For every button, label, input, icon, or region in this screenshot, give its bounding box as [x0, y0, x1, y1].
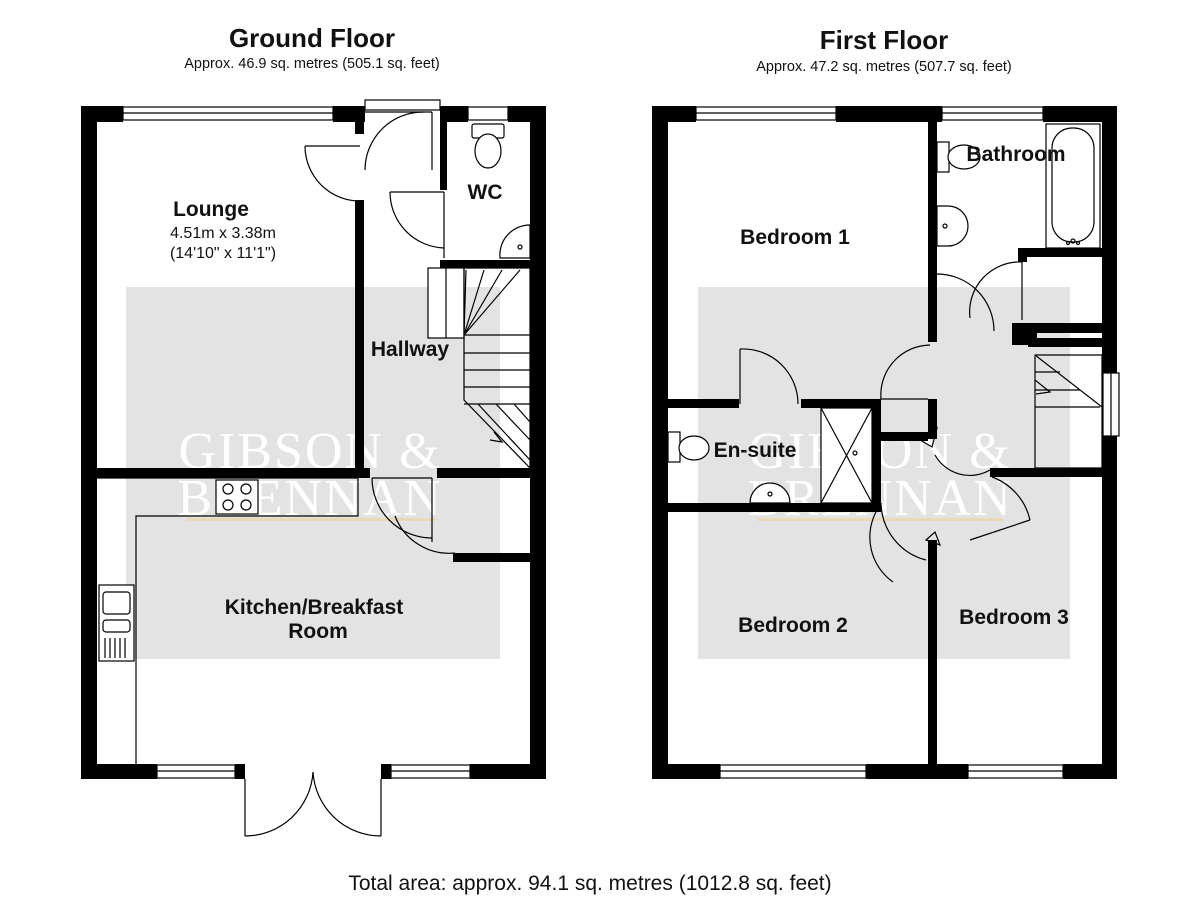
total-area: Total area: approx. 94.1 sq. metres (101…: [348, 872, 831, 895]
room-label-lounge: Lounge: [173, 198, 249, 221]
ff-bath: [1045, 123, 1101, 249]
room-label-kitchen-line2: Room: [288, 620, 348, 643]
ff-wall-left: [652, 106, 668, 779]
lounge-dimensions-ft: (14'10" x 11'1"): [170, 245, 276, 262]
room-label-wc: WC: [468, 181, 503, 204]
room-label-bedroom1: Bedroom 1: [740, 226, 850, 249]
first-floor-area: Approx. 47.2 sq. metres (507.7 sq. feet): [756, 59, 1012, 75]
room-label-kitchen-line1: Kitchen/Breakfast: [225, 596, 404, 619]
gf-window-wc: [467, 106, 509, 121]
gf-wc-basin: [499, 224, 531, 259]
room-label-bathroom: Bathroom: [966, 143, 1065, 166]
first-floor-plan: Bathroom Bedroom 1 En-suite Bedroom 2 Be…: [652, 106, 1120, 779]
ground-floor-plan: WC: [81, 99, 546, 837]
first-floor-title: First Floor: [820, 25, 949, 55]
gf-hob: [215, 479, 259, 515]
ff-ensuite-basin: [749, 482, 791, 504]
ff-ensuite-toilet-cistern: [667, 431, 681, 463]
ff-wall-right-upper: [1102, 106, 1117, 373]
room-label-bedroom2: Bedroom 2: [738, 614, 848, 637]
ground-floor-area: Approx. 46.9 sq. metres (505.1 sq. feet): [184, 56, 440, 72]
ff-bathroom-basin: [936, 205, 969, 247]
gf-wall-right: [530, 106, 546, 779]
gf-french-doors: [244, 771, 382, 837]
ff-bathroom-toilet-cistern: [936, 141, 950, 173]
gf-wall-left: [81, 106, 97, 779]
gf-kitchen-sink: [98, 584, 135, 662]
ff-bathroom-toilet-bowl: [947, 144, 981, 170]
room-label-bedroom3: Bedroom 3: [959, 606, 1069, 629]
ground-floor-title: Ground Floor: [229, 23, 395, 53]
room-label-hallway: Hallway: [371, 338, 450, 361]
gf-front-door-step: [364, 99, 441, 111]
ff-ensuite-toilet-bowl: [678, 435, 710, 461]
lounge-dimensions-m: 4.51m x 3.38m: [170, 225, 276, 242]
room-label-ensuite: En-suite: [714, 439, 797, 462]
ff-wall-right-lower: [1102, 436, 1117, 779]
gf-toilet-bowl: [474, 133, 502, 169]
